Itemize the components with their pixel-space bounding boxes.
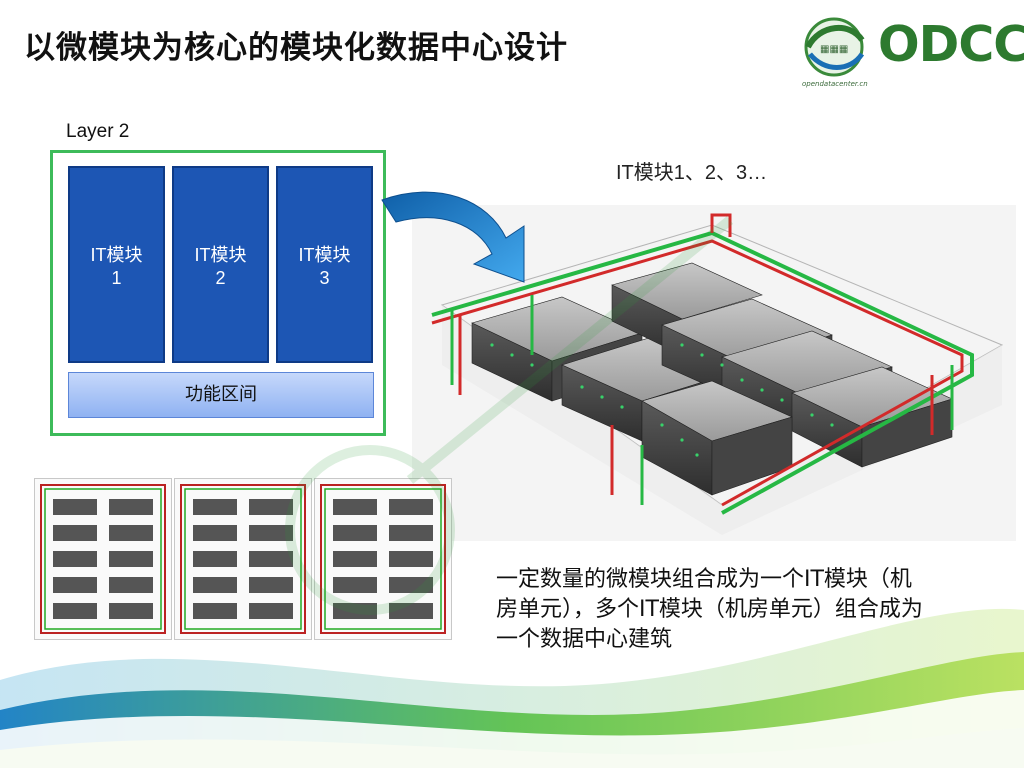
function-zone: 功能区间 xyxy=(68,372,374,418)
it-module-1-number: 1 xyxy=(111,268,122,288)
logo-text: ODCC xyxy=(878,16,1024,73)
floor-plan-2 xyxy=(174,478,312,640)
it-module-2-name: IT模块 xyxy=(194,245,247,265)
it-modules-label: IT模块1、2、3… xyxy=(616,162,768,184)
globe-icon: ▦▦▦ xyxy=(804,17,865,77)
svg-text:▦▦▦: ▦▦▦ xyxy=(820,44,848,55)
floor-plan-3 xyxy=(314,478,452,640)
background-wave xyxy=(0,608,1024,768)
it-module-2-number: 2 xyxy=(215,268,226,288)
it-module-1-name: IT模块 xyxy=(90,245,143,265)
it-module-3-number: 3 xyxy=(319,268,330,288)
logo-url: opendatacenter.cn xyxy=(802,80,868,88)
it-module-3: IT模块 3 xyxy=(276,166,373,363)
caption-text: 一定数量的微模块组合成为一个IT模块（机房单元），多个IT模块（机房单元）组合成… xyxy=(496,567,923,652)
it-module-2: IT模块 2 xyxy=(172,166,269,363)
it-module-3-name: IT模块 xyxy=(298,245,351,265)
it-module-1: IT模块 1 xyxy=(68,166,165,363)
page-title: 以微模块为核心的模块化数据中心设计 xyxy=(24,30,568,66)
floor-plan-1 xyxy=(34,478,172,640)
layer-label: Layer 2 xyxy=(66,121,130,142)
odcc-logo: ▦▦▦ ODCC opendatacenter.cn xyxy=(800,14,1024,94)
curved-arrow-icon xyxy=(381,191,525,283)
